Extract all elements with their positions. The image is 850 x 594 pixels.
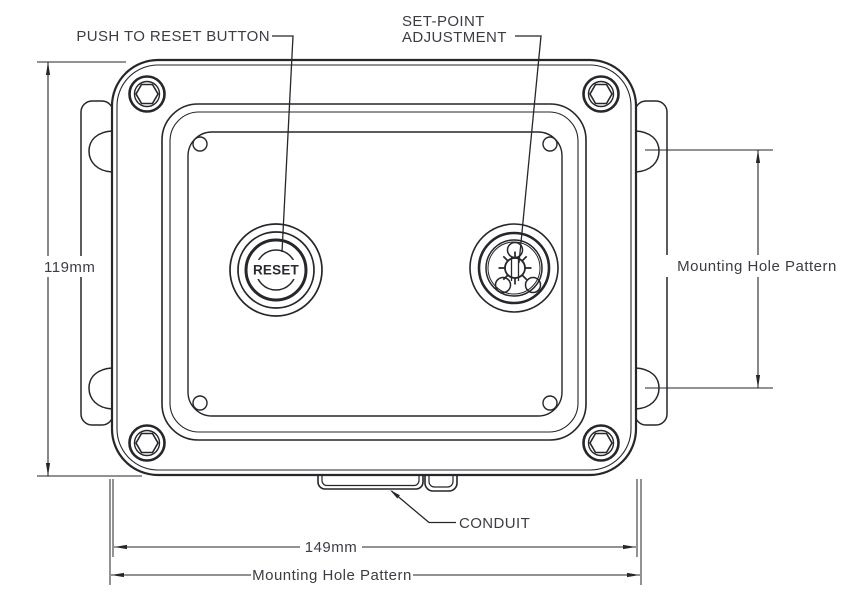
dimension-width-text: 149mm: [305, 539, 358, 556]
reset-label-bg: [251, 260, 301, 279]
bolt-hex-head: [135, 432, 159, 454]
reset-bezel-mid: [237, 231, 315, 309]
dimension-mounting-pattern-horizontal: Mounting Hole Pattern: [109, 479, 642, 585]
lid-outline: [161, 103, 587, 441]
dimension-mounting-horizontal-text: Mounting Hole Pattern: [252, 567, 412, 584]
leader-line-reset: [272, 35, 294, 253]
dimension-text-bg: [251, 565, 413, 584]
reset-button-label: RESET: [253, 263, 300, 278]
corner-bolt-bottom-right: [582, 424, 620, 462]
dimension-mounting-pattern-vertical: Mounting Hole Pattern: [645, 149, 848, 389]
lid-inner-line: [169, 111, 579, 433]
bolt-seat: [133, 429, 161, 457]
reset-bezel-inner: [244, 238, 308, 302]
bolt-ring: [582, 75, 620, 113]
bolt-seat: [587, 429, 615, 457]
corner-bolt-top-left: [128, 75, 166, 113]
potentiometer-hub: [504, 257, 526, 279]
keyhole-slot-top-right: [635, 130, 660, 173]
leader-line-setpoint: [515, 35, 542, 264]
dimension-text-bg: [666, 255, 848, 277]
leader-line-conduit: [391, 490, 456, 524]
extension-lines: [112, 479, 638, 557]
enclosure-body-inner-line: [116, 64, 632, 471]
arrowhead-right: [627, 572, 640, 578]
corner-bolt-bottom-left: [128, 424, 166, 462]
extension-lines: [109, 479, 642, 585]
bolt-seat: [587, 80, 615, 108]
bolt-seat: [133, 80, 161, 108]
knob-detent-left: [494, 276, 512, 294]
arrowhead-left: [111, 572, 124, 578]
bolt-hex-head: [135, 83, 159, 105]
bolt-ring: [582, 424, 620, 462]
dimension-overall-height: 119mm: [37, 61, 142, 477]
bolt-ring: [128, 424, 166, 462]
panel-screw-top-left: [192, 136, 208, 152]
dimension-text-bg: [300, 538, 362, 555]
knob-face-outer: [485, 239, 543, 297]
dimension-height-text: 119mm: [44, 259, 95, 276]
callout-push-to-reset: PUSH TO RESET BUTTON: [76, 28, 270, 45]
callout-set-point-line2: ADJUSTMENT: [402, 29, 507, 46]
panel-screw-bottom-left: [192, 395, 208, 411]
bolt-hex-head: [589, 83, 613, 105]
keyhole-slot-bottom-left: [88, 367, 113, 410]
potentiometer-teeth: [498, 251, 532, 285]
reset-button: RESET: [229, 223, 323, 317]
knob-bezel-outer: [469, 223, 559, 313]
face-plate: [187, 131, 563, 417]
extension-lines: [645, 149, 773, 389]
arrowhead-right: [623, 544, 636, 550]
enclosure-body-outline: [110, 58, 638, 477]
bolt-ring: [128, 75, 166, 113]
reset-bezel-outer: [229, 223, 323, 317]
arrowhead-up: [45, 62, 51, 75]
knob-bezel-mid: [477, 231, 551, 305]
panel-screw-top-right: [542, 136, 558, 152]
dimension-overall-width: 149mm: [112, 479, 638, 557]
knob-detent-right: [524, 276, 542, 294]
setpoint-knob: [469, 223, 559, 313]
extension-lines: [37, 61, 142, 477]
arrowhead-up: [755, 150, 761, 163]
keyhole-slot-top-left: [88, 130, 113, 173]
conduit-leader-arrowhead: [390, 490, 400, 499]
dimension-mounting-vertical-text: Mounting Hole Pattern: [677, 258, 837, 275]
dimension-text-bg: [40, 256, 110, 277]
bolt-hex-head: [589, 432, 613, 454]
potentiometer-slot: [510, 257, 520, 281]
corner-bolt-top-right: [582, 75, 620, 113]
arrowhead-left: [114, 544, 127, 550]
callout-conduit: CONDUIT: [459, 515, 530, 532]
callout-set-point-line1: SET-POINT: [402, 13, 485, 30]
panel-screw-bottom-right: [542, 395, 558, 411]
arrowhead-down: [45, 463, 51, 476]
arrowhead-down: [755, 375, 761, 388]
